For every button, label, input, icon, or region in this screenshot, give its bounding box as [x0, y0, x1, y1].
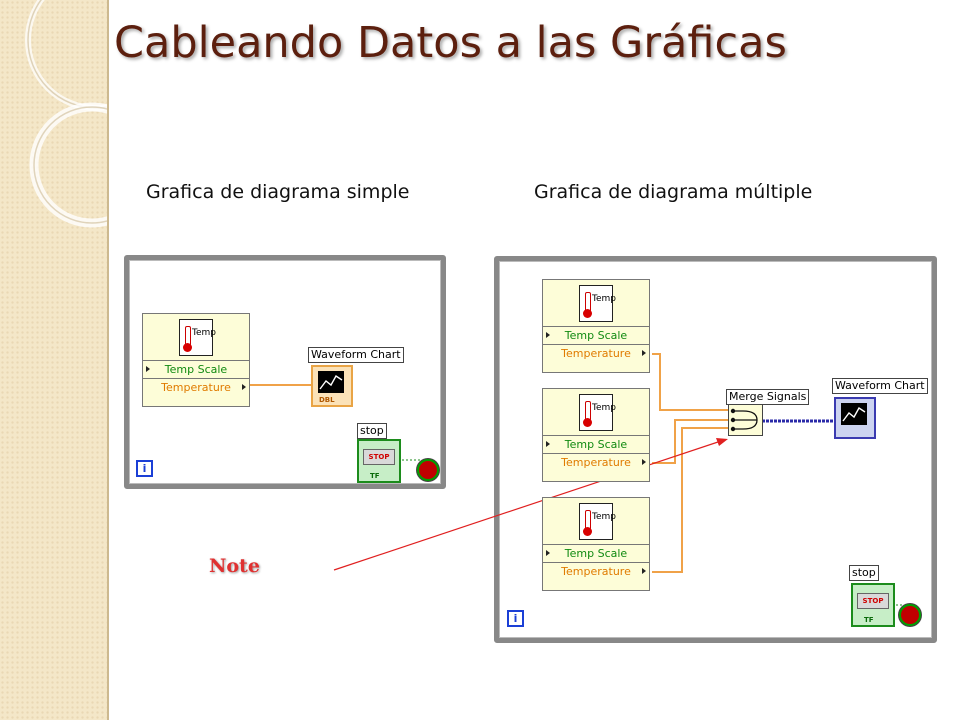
thermometer-icon: Temp [179, 319, 216, 356]
temp-scale-terminal[interactable]: Temp Scale [143, 360, 249, 378]
temp-node-2[interactable]: Temp Temp Scale Temperature [542, 388, 650, 482]
iteration-terminal-multi: i [507, 610, 524, 627]
temperature-terminal[interactable]: Temperature [143, 378, 249, 396]
stop-label-single: stop [357, 423, 387, 439]
wire-signal-3 [652, 427, 728, 573]
chart-graph-icon [841, 403, 867, 425]
temperature-terminal[interactable]: Temperature [543, 453, 649, 471]
thermometer-icon: Temp [579, 394, 616, 431]
stop-button-face: STOP [363, 449, 395, 465]
thermometer-icon: Temp [579, 285, 616, 322]
slide-title: Cableando Datos a las Gráficas [114, 18, 787, 68]
thermometer-icon: Temp [579, 503, 616, 540]
waveform-chart-label-single: Waveform Chart [308, 347, 404, 363]
wire-signal-2 [652, 419, 728, 464]
temp-node-1[interactable]: Temp Temp Scale Temperature [542, 279, 650, 373]
subtitle-single-chart: Grafica de diagrama simple [146, 181, 410, 203]
stop-button-terminal-multi[interactable]: STOP TF [851, 583, 895, 627]
merge-signals-node[interactable] [728, 404, 763, 436]
note-arrow [333, 439, 725, 571]
merge-icon [730, 408, 758, 432]
waveform-chart-terminal-single[interactable]: DBL [311, 365, 353, 407]
boolean-type-label: TF [370, 472, 380, 480]
subtitle-multiple-chart: Grafica de diagrama múltiple [534, 181, 813, 203]
temperature-terminal[interactable]: Temperature [543, 344, 649, 362]
stop-button-face: STOP [857, 593, 889, 609]
loop-condition-terminal-multi[interactable] [899, 604, 921, 626]
stop-label-multi: stop [849, 565, 879, 581]
loop-condition-terminal-single[interactable] [417, 459, 439, 481]
stop-button-terminal-single[interactable]: STOP TF [357, 439, 401, 483]
temp-scale-terminal[interactable]: Temp Scale [543, 326, 649, 344]
temp-node-single[interactable]: Temp Temp Scale Temperature [142, 313, 250, 407]
note-arrow-head [716, 438, 728, 446]
decorative-circles [25, 0, 107, 228]
note-text: Note [209, 555, 260, 577]
wire-signal-1 [652, 353, 728, 411]
waveform-chart-terminal-multi[interactable] [834, 397, 876, 439]
merge-signals-label: Merge Signals [726, 389, 810, 405]
boolean-type-label: TF [864, 616, 874, 624]
temp-node-3[interactable]: Temp Temp Scale Temperature [542, 497, 650, 591]
iteration-terminal-single: i [136, 460, 153, 477]
temperature-terminal[interactable]: Temperature [543, 562, 649, 580]
temp-scale-terminal[interactable]: Temp Scale [543, 544, 649, 562]
chart-type-label: DBL [319, 396, 335, 404]
decorative-side-strip [0, 0, 109, 720]
temp-scale-terminal[interactable]: Temp Scale [543, 435, 649, 453]
waveform-chart-label-multi: Waveform Chart [832, 378, 928, 394]
chart-graph-icon [318, 371, 344, 393]
